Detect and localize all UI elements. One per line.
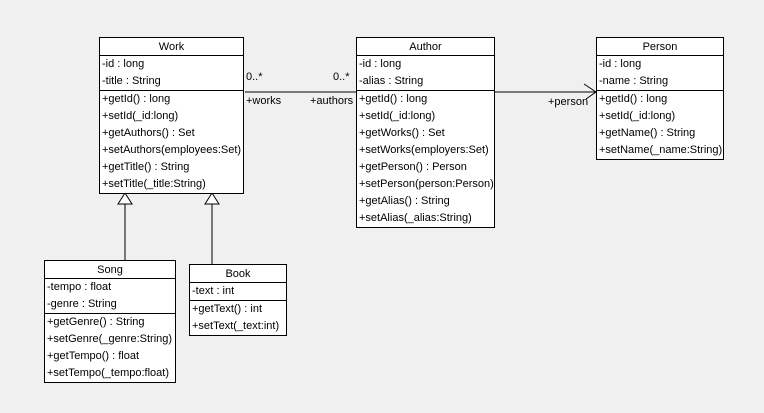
method-row: +getId() : long [359,93,428,105]
attribute-row: -id : long [599,58,642,70]
attribute-row: -title : String [102,75,161,87]
methods-compartment: +getId() : long +setId(_id:long) +getWor… [357,91,494,227]
attribute-row: -genre : String [47,298,117,310]
method-row: +getWorks() : Set [359,127,445,139]
attribute-row: -text : int [192,285,235,297]
attributes-compartment: -id : long -name : String [597,56,723,91]
class-box-song[interactable]: Song -tempo : float -genre : String +get… [44,260,176,383]
class-title: Person [597,38,723,56]
generalization-triangle-icon [117,192,133,205]
class-title: Song [45,261,175,279]
method-row: +getTempo() : float [47,350,140,362]
method-row: +setId(_id:long) [359,110,436,122]
method-row: +setId(_id:long) [102,110,179,122]
methods-compartment: +getGenre() : String +setGenre(_genre:St… [45,314,175,382]
class-title: Book [190,265,286,283]
class-title: Work [100,38,243,56]
class-title: Author [357,38,494,56]
class-box-work[interactable]: Work -id : long -title : String +getId()… [99,37,244,194]
attribute-row: -alias : String [359,75,424,87]
method-row: +getPerson() : Person [359,161,467,173]
attribute-row: -id : long [359,58,402,70]
role-label-person: +person [548,96,589,108]
methods-compartment: +getText() : int +setText(_text:int) [190,301,286,335]
method-row: +setAuthors(employees:Set) [102,144,242,156]
method-row: +setPerson(person:Person) [359,178,494,190]
methods-compartment: +getId() : long +setId(_id:long) +getNam… [597,91,723,159]
attributes-compartment: -tempo : float -genre : String [45,279,175,314]
method-row: +getText() : int [192,303,263,315]
method-row: +getId() : long [102,93,171,105]
method-row: +setId(_id:long) [599,110,676,122]
method-row: +getAuthors() : Set [102,127,195,139]
method-row: +getName() : String [599,127,696,139]
attributes-compartment: -id : long -title : String [100,56,243,91]
attribute-row: -id : long [102,58,145,70]
method-row: +getId() : long [599,93,668,105]
multiplicity-label-work-side: 0..* [246,71,263,83]
role-label-authors: +authors [310,95,354,107]
multiplicity-label-author-side: 0..* [333,71,350,83]
role-label-works: +works [246,95,282,107]
class-box-author[interactable]: Author -id : long -alias : String +getId… [356,37,495,228]
method-row: +setAlias(_alias:String) [359,212,472,224]
attributes-compartment: -text : int [190,283,286,301]
generalization-triangle-icon [204,192,220,205]
method-row: +getGenre() : String [47,316,145,328]
method-row: +setGenre(_genre:String) [47,333,173,345]
attributes-compartment: -id : long -alias : String [357,56,494,91]
class-box-book[interactable]: Book -text : int +getText() : int +setTe… [189,264,287,336]
method-row: +setText(_text:int) [192,320,280,332]
method-row: +setName(_name:String) [599,144,723,156]
method-row: +getTitle() : String [102,161,190,173]
method-row: +getAlias() : String [359,195,450,207]
attribute-row: -name : String [599,75,669,87]
class-box-person[interactable]: Person -id : long -name : String +getId(… [596,37,724,160]
method-row: +setWorks(employers:Set) [359,144,489,156]
methods-compartment: +getId() : long +setId(_id:long) +getAut… [100,91,243,193]
method-row: +setTitle(_title:String) [102,178,206,190]
method-row: +setTempo(_tempo:float) [47,367,169,379]
attribute-row: -tempo : float [47,281,112,293]
